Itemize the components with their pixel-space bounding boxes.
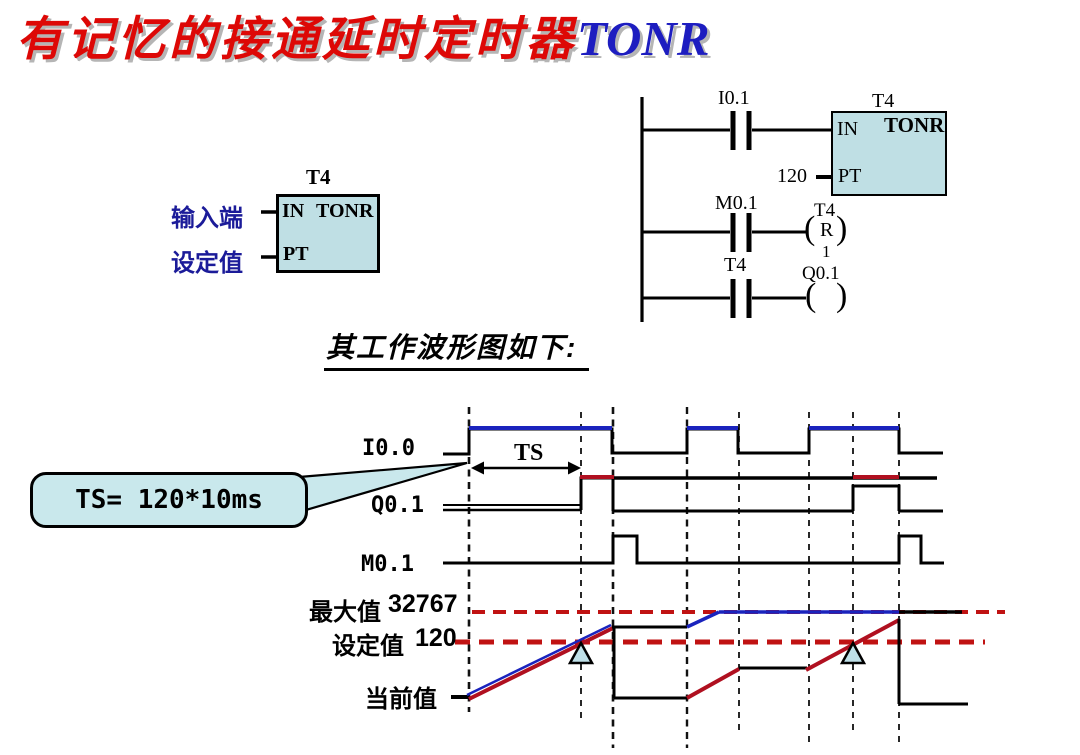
block-timer-name: T4 — [306, 165, 331, 189]
signal-label-m01: M0.1 — [361, 552, 414, 577]
max-value-label: 最大值 — [309, 599, 381, 626]
signal-label-i00: I0.0 — [362, 436, 415, 461]
block-pt: PT — [283, 243, 309, 265]
set-value-label: 设定值 — [332, 633, 404, 660]
set-value-number: 120 — [415, 624, 457, 652]
m01-trace — [443, 534, 944, 565]
block-in: IN — [282, 200, 305, 222]
page-title: 有记忆的接通延时定时器TONR — [16, 0, 710, 69]
ladder-preset-value: 120 — [777, 165, 807, 187]
output-coil-close: ) — [836, 277, 848, 314]
ts-arrow — [471, 461, 581, 475]
ladder-timer-name: T4 — [872, 90, 895, 112]
ladder-timer-box — [831, 111, 947, 196]
ladder-type: TONR — [884, 113, 945, 137]
reset-count: 1 — [822, 242, 831, 261]
reset-timer-label: T4 — [814, 200, 836, 221]
title-tonr: TONR — [577, 11, 710, 66]
ladder-contact2-label: M0.1 — [715, 192, 758, 214]
ladder-in: IN — [837, 118, 859, 140]
ts-callout: TS= 120*10ms — [30, 472, 308, 528]
ladder-contact3-label: T4 — [724, 254, 747, 276]
current-value-trace — [451, 610, 968, 706]
reset-coil-open: ( — [804, 210, 816, 247]
reset-coil-close: ) — [836, 210, 848, 247]
max-value-number: 32767 — [388, 590, 458, 618]
block-timer-box — [276, 194, 380, 273]
ladder-wiring — [640, 97, 832, 322]
current-value-label: 当前值 — [365, 686, 437, 713]
block-input-label: 输入端 — [171, 205, 243, 232]
ts-label: TS — [514, 440, 544, 466]
ladder-pt: PT — [838, 165, 862, 187]
level-lines — [455, 610, 1005, 645]
reset-coil-letter: R — [820, 219, 834, 241]
output-coil-open: ( — [805, 277, 817, 314]
output-coil-label: Q0.1 — [802, 263, 840, 284]
title-chinese: 有记忆的接通延时定时器 — [16, 12, 577, 65]
signal-label-q01: Q0.1 — [371, 493, 424, 518]
block-preset-label: 设定值 — [171, 250, 243, 277]
block-type: TONR — [316, 200, 374, 222]
ladder-contact1-label: I0.1 — [718, 87, 750, 109]
block-ticks — [261, 210, 278, 259]
q01-trace — [443, 475, 943, 513]
threshold-markers — [567, 640, 867, 665]
waveform-subtitle: 其工作波形图如下: — [324, 326, 590, 371]
